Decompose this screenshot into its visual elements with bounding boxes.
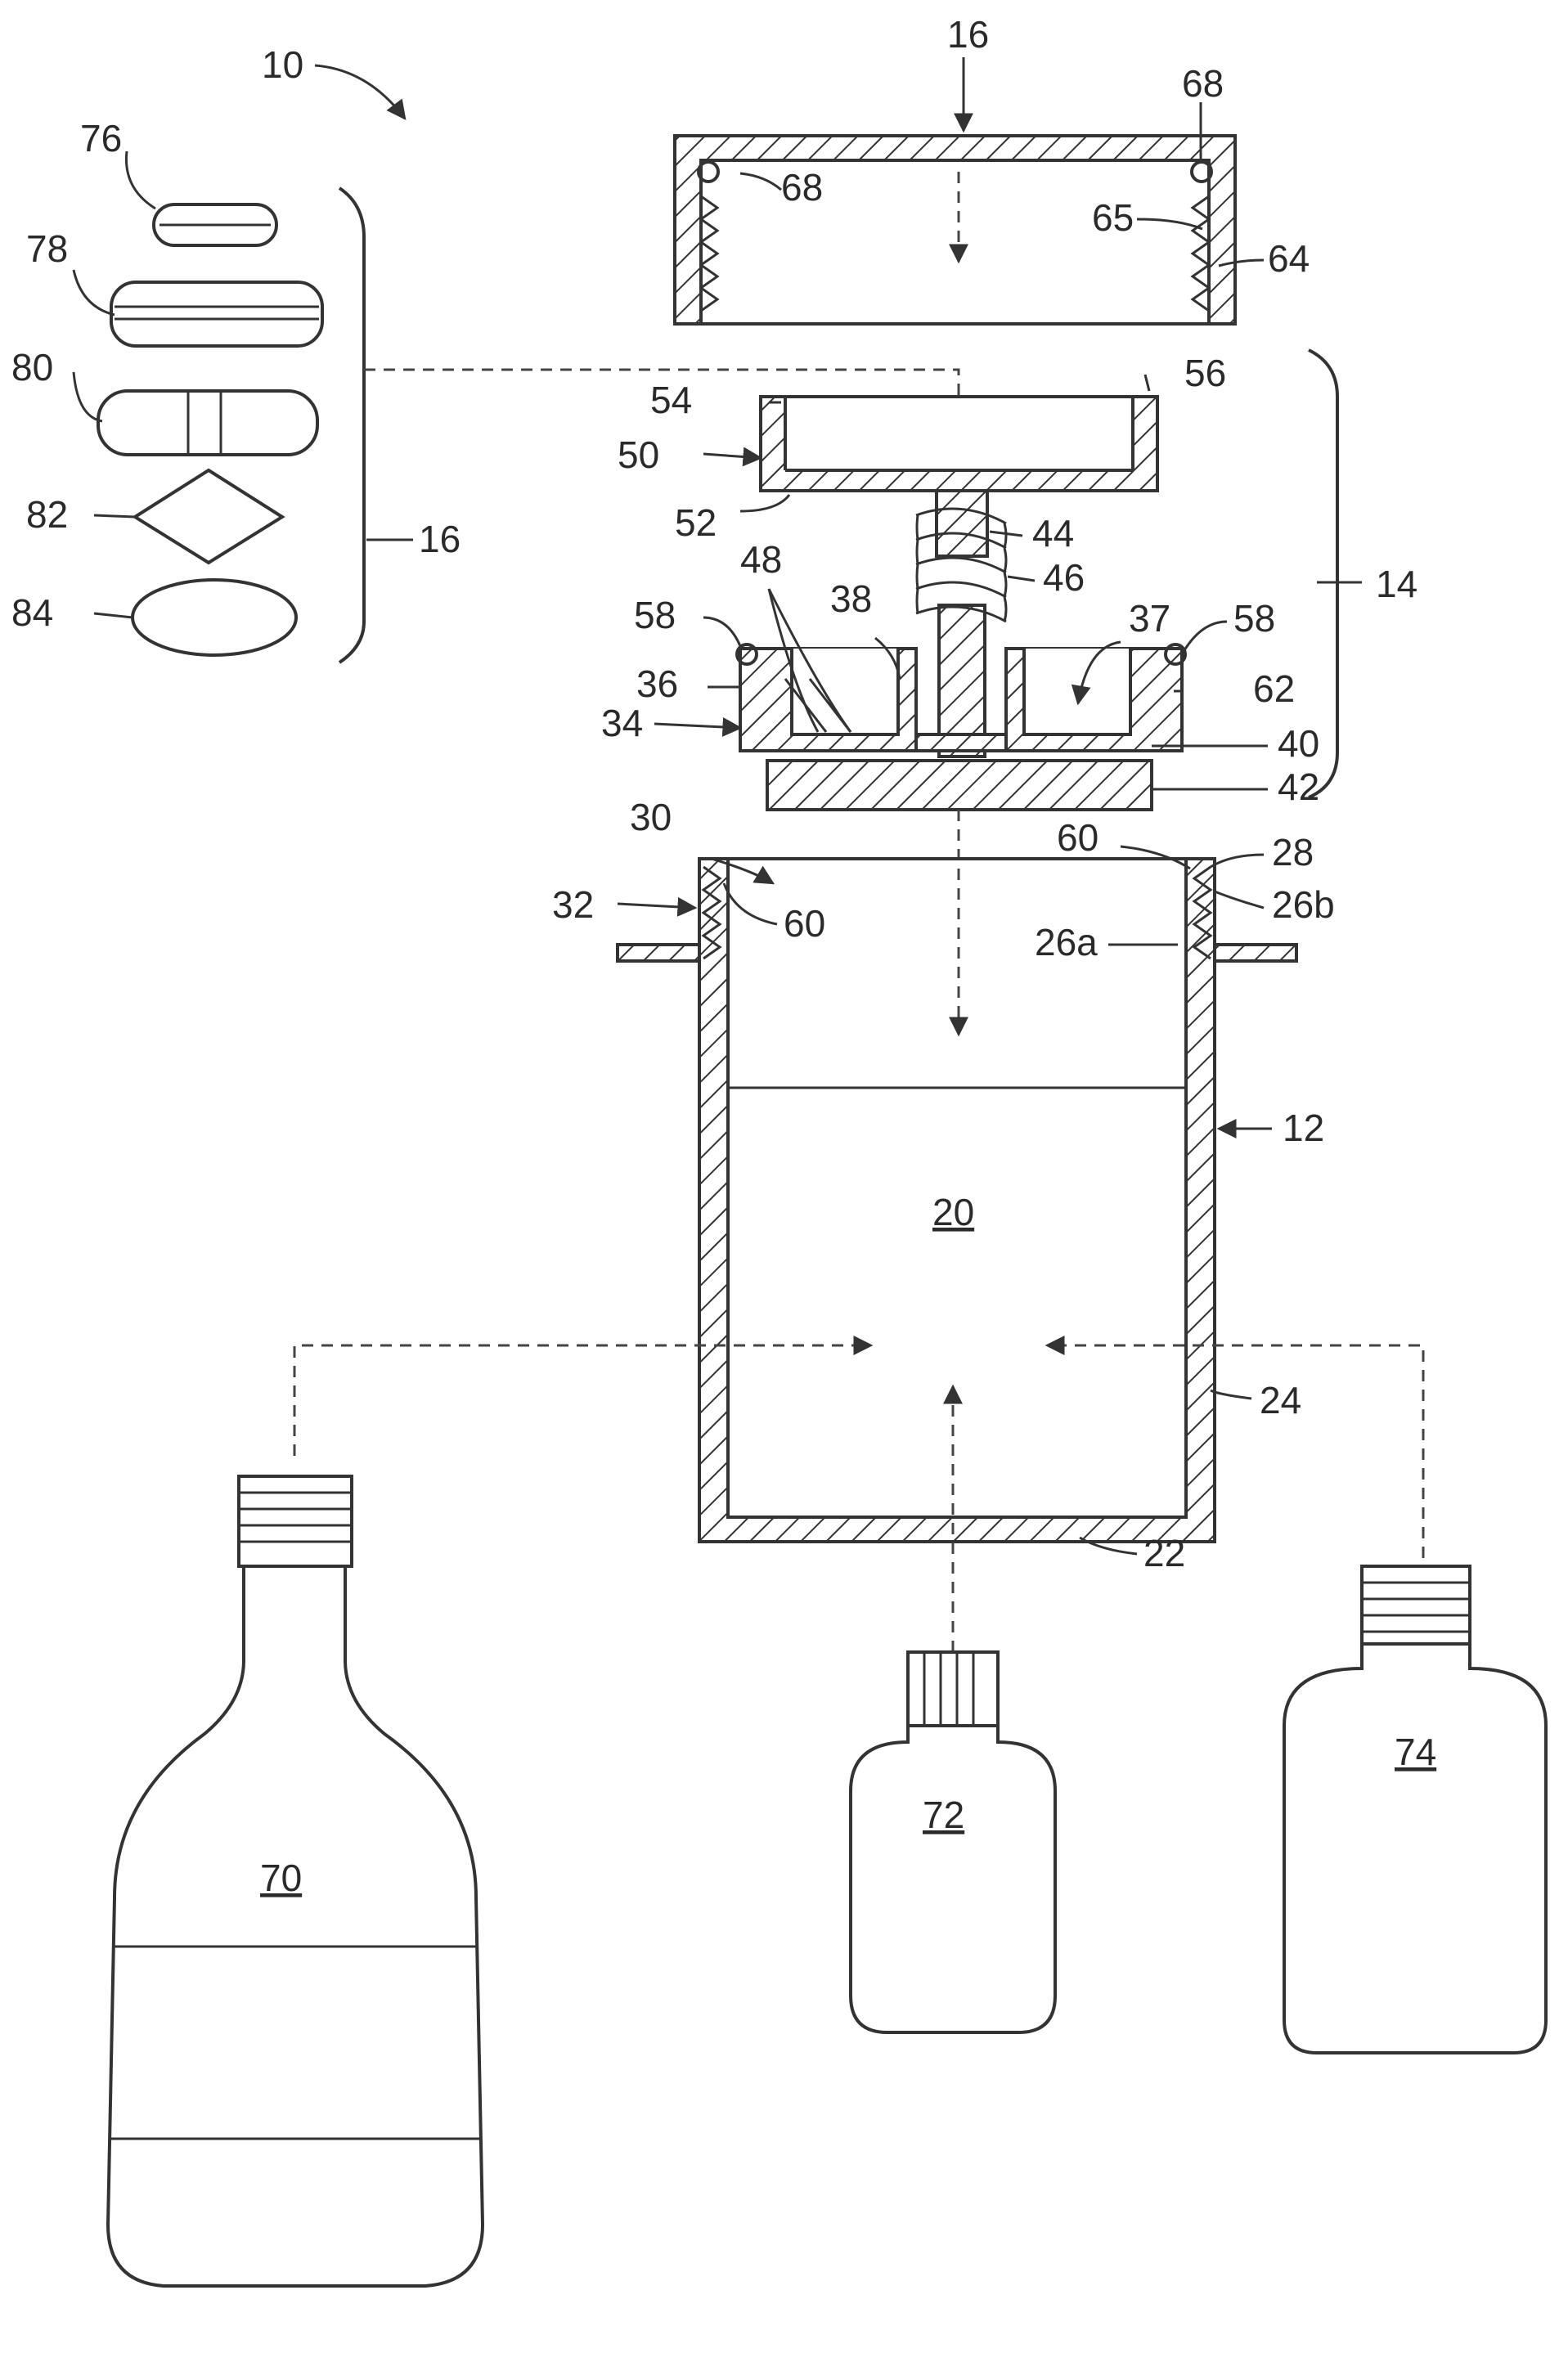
label-72: 72 xyxy=(923,1794,964,1836)
label-10: 10 xyxy=(262,43,303,86)
label-37: 37 xyxy=(1129,597,1170,640)
label-34: 34 xyxy=(601,702,643,744)
label-20: 20 xyxy=(932,1191,974,1233)
label-60-top: 60 xyxy=(1057,816,1098,859)
label-14: 14 xyxy=(1376,563,1417,605)
label-50: 50 xyxy=(618,433,659,476)
label-68-right: 68 xyxy=(1182,62,1224,105)
label-60-left: 60 xyxy=(784,902,825,945)
tablet-82 xyxy=(132,468,285,565)
label-26b: 26b xyxy=(1272,883,1335,926)
label-80: 80 xyxy=(11,346,53,388)
tablet-84 xyxy=(131,578,298,657)
label-68-left: 68 xyxy=(781,166,823,209)
label-12: 12 xyxy=(1283,1107,1324,1149)
label-42: 42 xyxy=(1278,766,1319,808)
label-44: 44 xyxy=(1032,512,1074,555)
label-40: 40 xyxy=(1278,722,1319,765)
label-74: 74 xyxy=(1395,1731,1436,1773)
bottle-72 xyxy=(849,1650,1057,2034)
cup-50 xyxy=(759,395,1159,492)
container-12 xyxy=(616,857,1298,1543)
tablet-80 xyxy=(97,389,319,456)
label-84: 84 xyxy=(11,591,53,634)
bottle-74 xyxy=(1283,1565,1548,2054)
label-58-right: 58 xyxy=(1233,597,1275,640)
label-38: 38 xyxy=(830,577,872,620)
tablets-group xyxy=(97,186,366,664)
label-64: 64 xyxy=(1268,237,1310,280)
label-16-left: 16 xyxy=(419,518,461,560)
label-58-left: 58 xyxy=(634,594,676,636)
label-36: 36 xyxy=(636,662,678,705)
label-28: 28 xyxy=(1272,831,1314,873)
label-65: 65 xyxy=(1092,196,1134,239)
label-48: 48 xyxy=(740,538,782,581)
label-78: 78 xyxy=(26,227,68,270)
tablet-78 xyxy=(110,281,324,348)
leader-lines xyxy=(72,57,1362,1556)
cap-16 xyxy=(673,134,1237,326)
label-52: 52 xyxy=(675,501,717,544)
label-24: 24 xyxy=(1260,1379,1301,1421)
label-22: 22 xyxy=(1143,1532,1185,1574)
label-26a: 26a xyxy=(1035,921,1098,963)
dashed-arrow-tablets xyxy=(364,368,968,477)
bracket-14 xyxy=(1308,348,1339,799)
label-70: 70 xyxy=(260,1857,302,1899)
label-16-top: 16 xyxy=(947,13,989,56)
label-54: 54 xyxy=(650,379,692,421)
label-30: 30 xyxy=(630,796,672,838)
reference-labels: 10 16 68 68 65 64 76 78 80 82 84 16 54 5… xyxy=(11,13,1436,1899)
label-32: 32 xyxy=(552,883,594,926)
label-82: 82 xyxy=(26,493,68,536)
label-56: 56 xyxy=(1184,352,1226,394)
stem-assembly xyxy=(915,489,1008,758)
label-62: 62 xyxy=(1253,667,1295,710)
dashed-arrow-70 xyxy=(293,1336,874,1456)
bottle-70 xyxy=(106,1475,485,2288)
label-46: 46 xyxy=(1043,556,1085,599)
label-76: 76 xyxy=(80,117,122,159)
